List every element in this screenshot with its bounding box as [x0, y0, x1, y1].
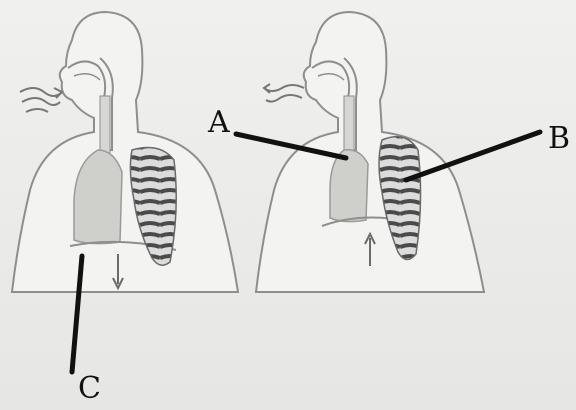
figure-exhale — [256, 12, 484, 292]
airflow-out-icon — [264, 84, 304, 102]
lung-right — [330, 150, 368, 222]
body-outline-left — [12, 12, 238, 292]
label-c: C — [78, 374, 101, 404]
airflow-in-icon — [20, 88, 62, 112]
label-a: A — [208, 108, 230, 138]
label-b: B — [548, 124, 570, 154]
figure-inhale — [12, 12, 238, 292]
